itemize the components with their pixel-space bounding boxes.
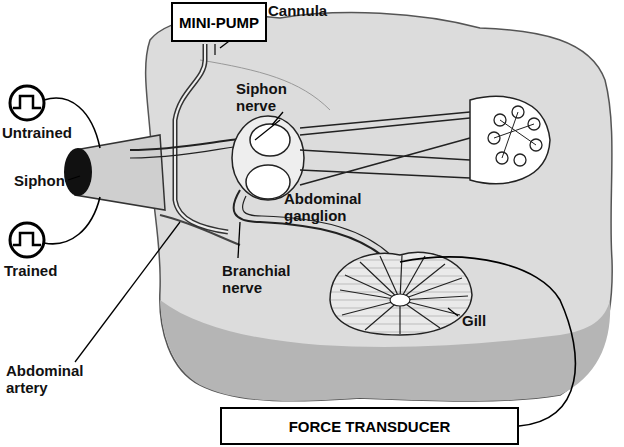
part-label: Siphon nerve: [236, 80, 296, 114]
part-label: Siphon: [14, 172, 74, 189]
part-label: Trained: [4, 262, 84, 279]
part-label: Cannula: [268, 2, 358, 19]
part-label: Abdominal ganglion: [284, 190, 384, 224]
box-label: MINI-PUMP: [179, 14, 259, 31]
part-label: Abdominal artery: [6, 362, 96, 396]
part-label: Gill: [462, 312, 512, 329]
instrument-box: MINI-PUMP: [171, 2, 267, 42]
box-label: FORCE TRANSDUCER: [289, 418, 451, 435]
part-label: Untrained: [2, 124, 92, 141]
part-label: Branchial nerve: [222, 262, 302, 296]
instrument-box: FORCE TRANSDUCER: [220, 407, 519, 445]
